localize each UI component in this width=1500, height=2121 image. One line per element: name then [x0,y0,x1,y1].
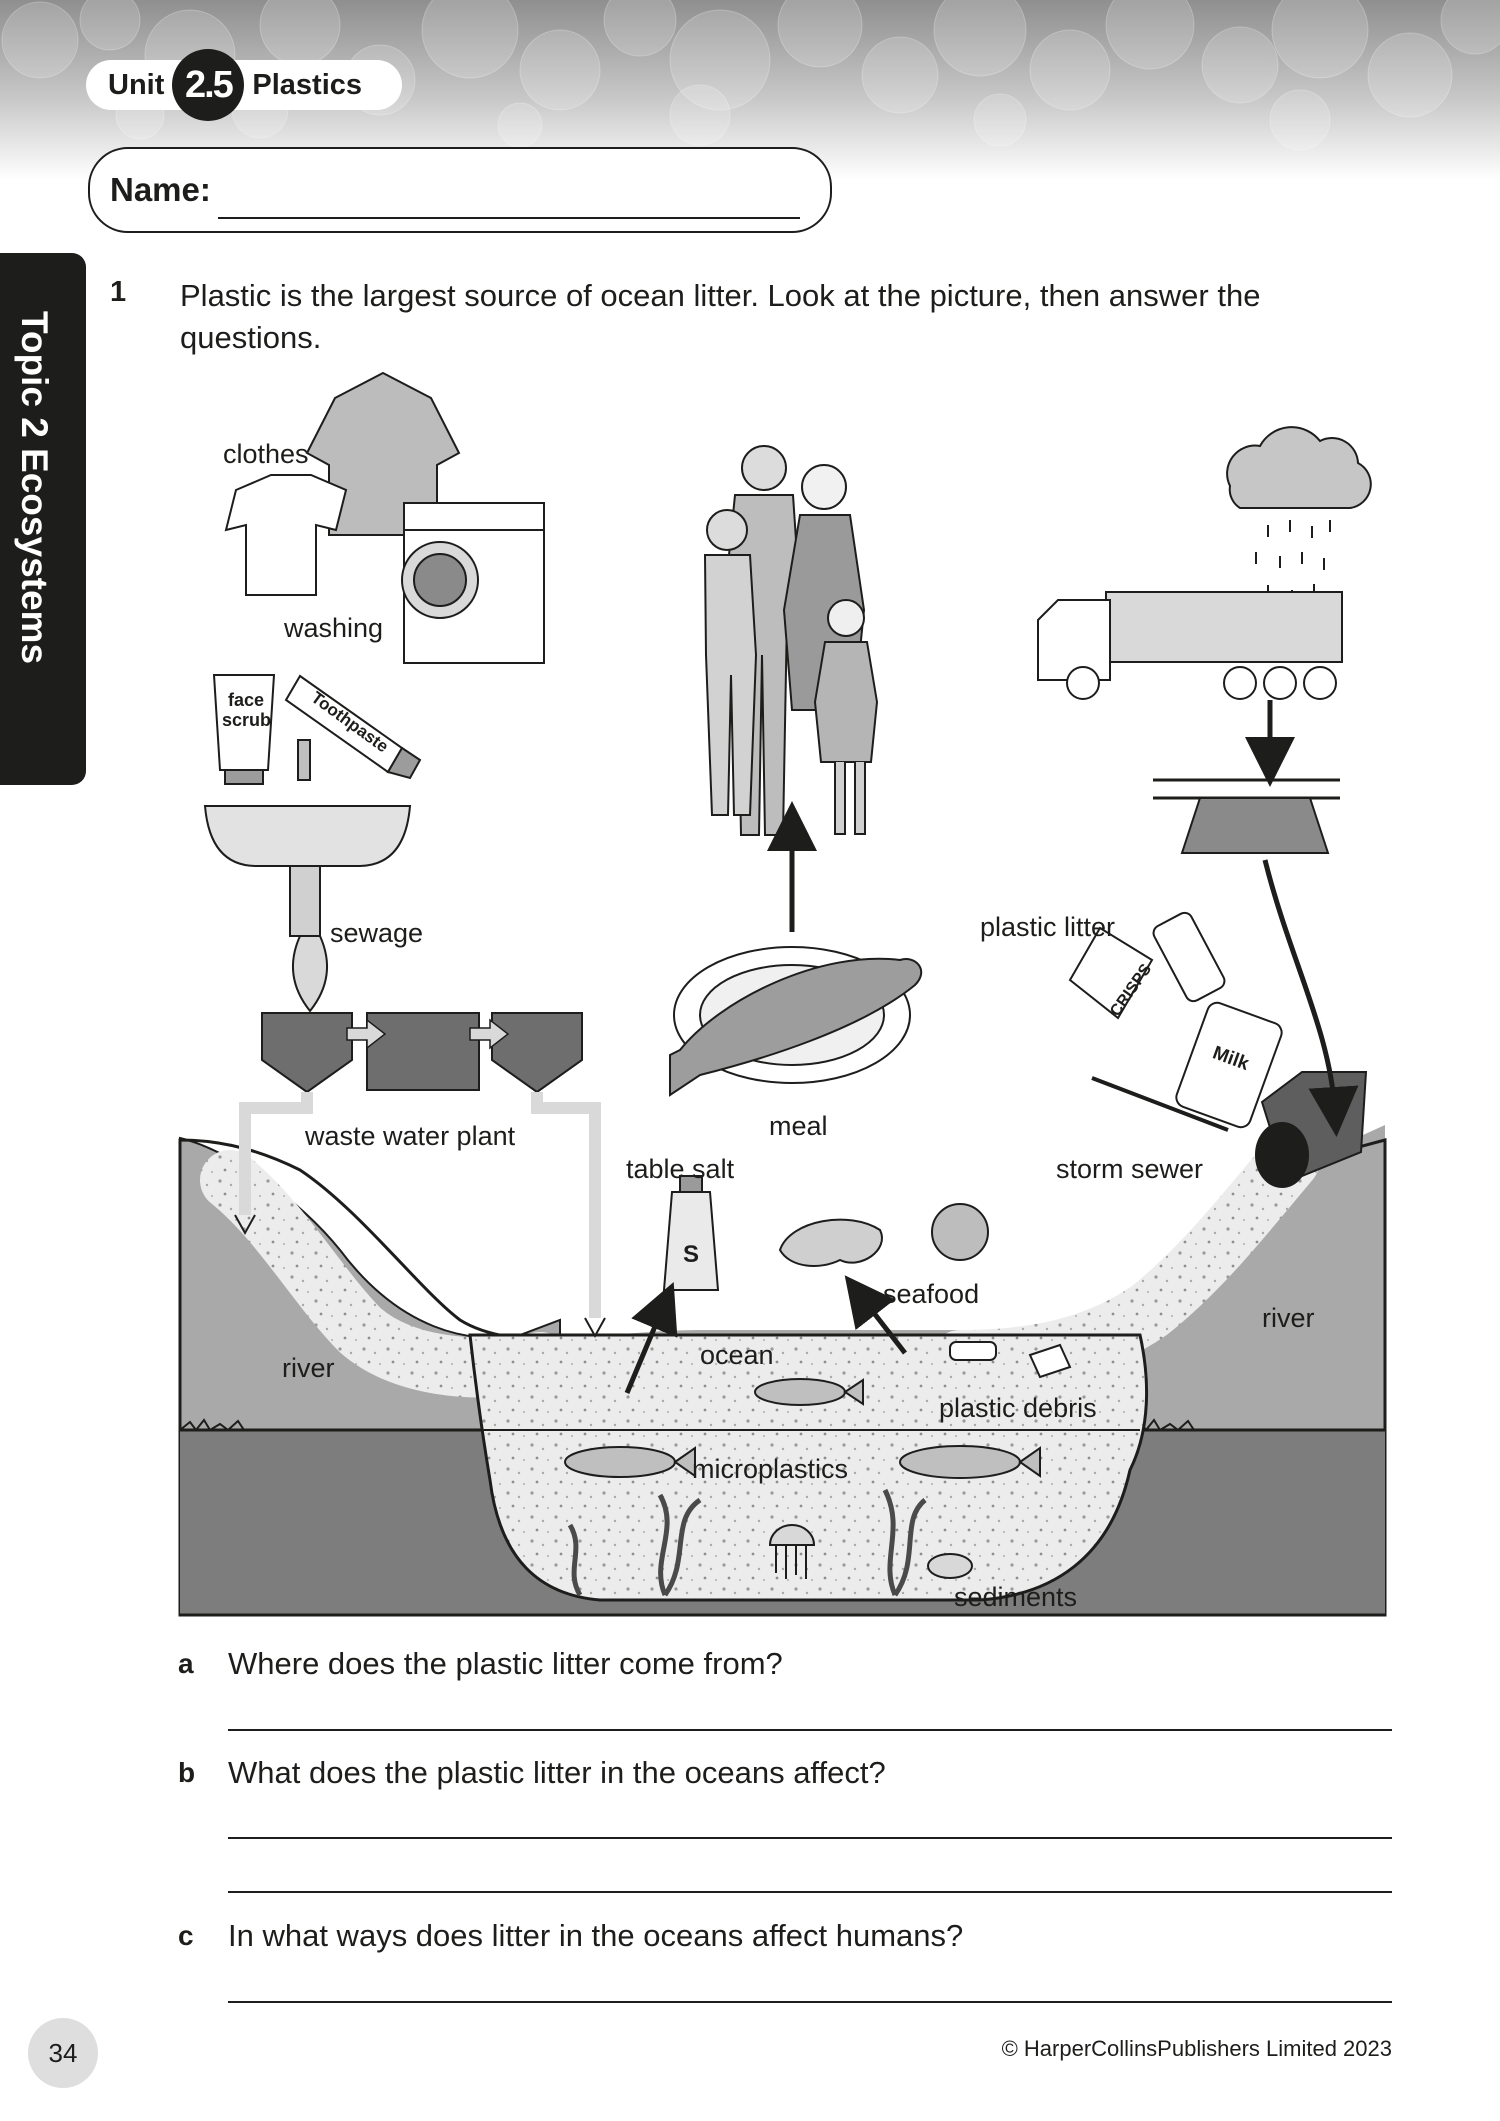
outflow-pipes [239,1092,601,1318]
unit-badge: Unit 2.5 Plastics [86,49,402,121]
jellyfish-crab-group [768,1524,973,1579]
label-scrub: scrub [222,710,271,730]
pipe-arrow-left-icon [234,1214,256,1236]
label-waste-water-plant: waste water plant [304,1121,516,1151]
name-write-line[interactable] [218,217,800,219]
unit-title: Plastics [252,68,363,101]
subquestion-b-letter: b [178,1757,196,1788]
truck-illustration [1037,591,1343,700]
label-meal: meal [769,1111,828,1141]
subquestion-a-text: Where does the plastic litter come from? [228,1646,783,1681]
label-sediments: sediments [954,1582,1077,1612]
flow-arrows [624,700,1359,1394]
question-number: 1 [110,276,127,308]
label-table-salt: table salt [626,1154,735,1184]
answer-line-b2[interactable] [228,1891,1392,1893]
subquestion-a-letter: a [178,1648,194,1679]
seaweed-group [567,1488,927,1597]
toothpaste-tube [284,674,422,780]
label-face: face [228,690,264,710]
salt-shaker [662,1175,720,1291]
copyright-notice: © HarperCollinsPublishers Limited 2023 [1001,2036,1392,2061]
landscape-cross-section [178,1125,1387,1617]
plant-flow-arrows [346,1018,510,1050]
label-plastic-litter: plastic litter [980,912,1115,942]
subquestion-c-letter: c [178,1920,194,1951]
label-storm-sewer: storm sewer [1056,1154,1203,1184]
plastic-litter-items [1068,911,1283,1132]
label-microplastics: microplastics [692,1454,848,1484]
unit-word: Unit [108,68,165,101]
subquestion-c-text: In what ways does litter in the oceans a… [228,1918,964,1953]
rain-cloud [1226,426,1372,602]
storm-drain-grate [1153,778,1340,854]
meal-plate [669,946,923,1097]
seafood-illustration [778,1203,989,1267]
label-seafood: seafood [883,1279,979,1309]
pipe-arrow-right-icon [584,1317,606,1339]
label-salt-letter: S [683,1241,699,1268]
subquestion-b-text: What does the plastic litter in the ocea… [228,1755,886,1790]
topic-side-tab [0,253,86,785]
label-washing: washing [283,613,383,643]
answer-line-b1[interactable] [228,1837,1392,1839]
clothes-illustration [224,371,461,596]
washing-machine [401,502,545,664]
waste-water-plant-tanks [261,1012,583,1094]
label-clothes: clothes [223,439,309,469]
face-scrub-tube [212,674,276,785]
name-label: Name: [110,171,211,208]
family-illustration [703,445,879,836]
label-river-right: river [1262,1303,1315,1333]
answer-line-c[interactable] [228,2001,1392,2003]
plastic-debris-items [949,1341,1072,1379]
label-plastic-debris: plastic debris [939,1393,1097,1423]
sink-illustration [203,739,412,1013]
page-number: 34 [28,2018,98,2088]
label-ocean: ocean [700,1340,774,1370]
question-text: Plastic is the largest source of ocean l… [180,278,1261,355]
label-sewage: sewage [330,918,423,948]
fish-group [564,1378,1041,1479]
name-field-box: Name: [88,147,832,233]
label-river-left: river [282,1353,335,1383]
answer-line-a[interactable] [228,1729,1392,1731]
unit-number: 2.5 [172,49,245,121]
